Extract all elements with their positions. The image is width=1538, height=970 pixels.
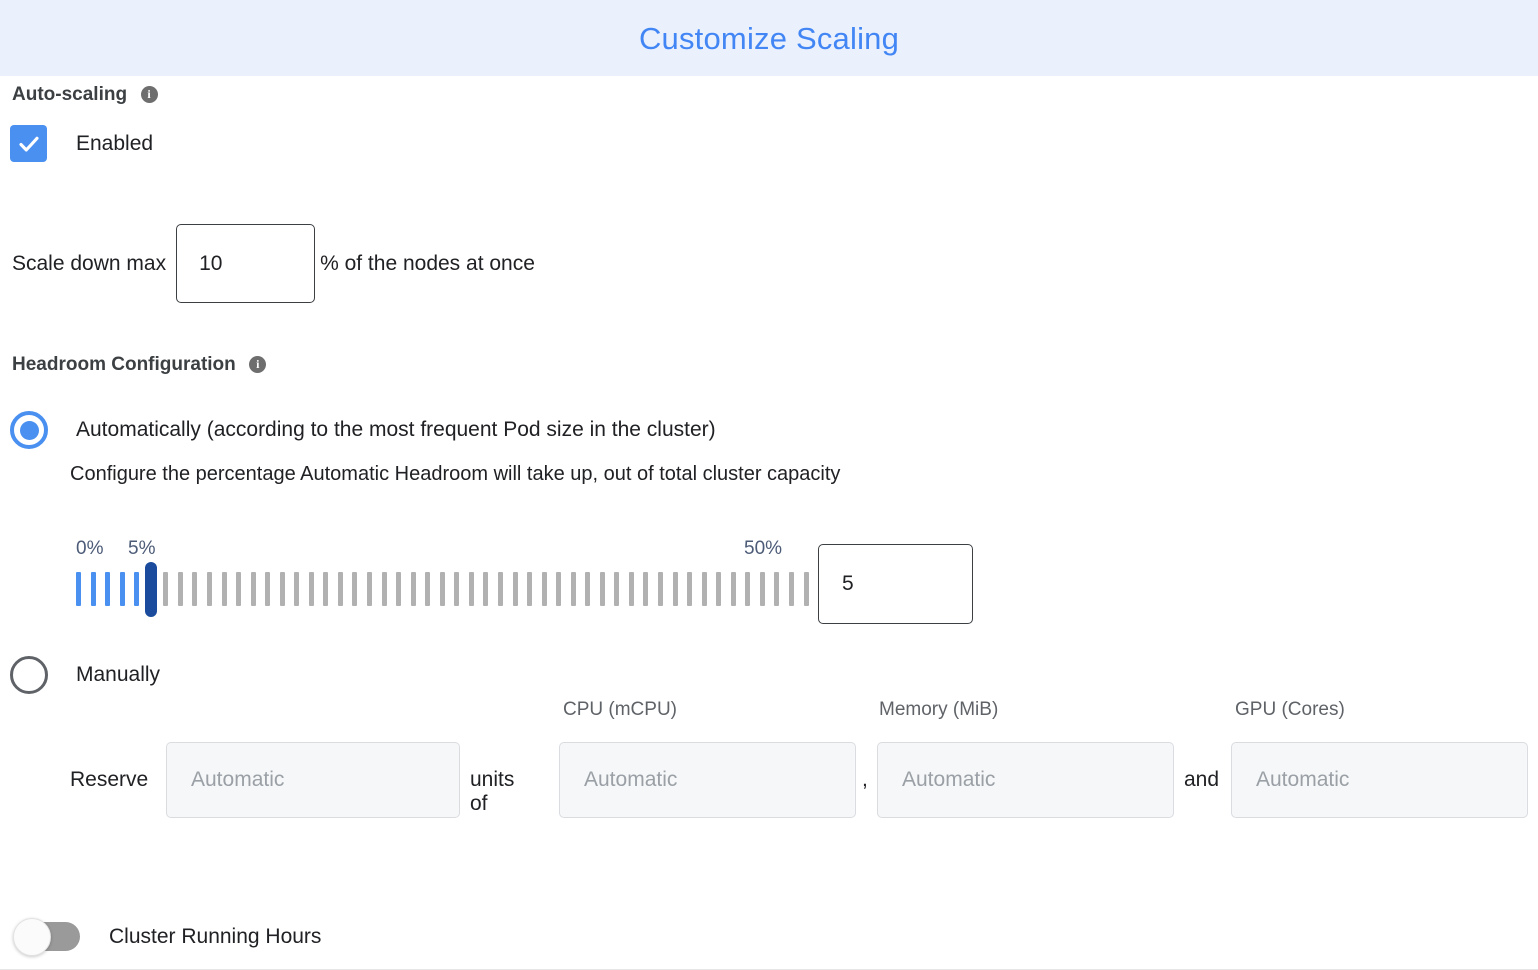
info-icon[interactable]: i [249,355,267,373]
slider-tick[interactable] [803,572,809,606]
scale-down-max-input[interactable]: 10 [176,224,316,303]
dialog-header: Customize Scaling [0,0,1538,76]
checkbox-enabled[interactable] [10,125,47,162]
reserve-gpu-input[interactable]: Automatic [1231,742,1528,818]
slider-tick[interactable] [716,572,722,606]
slider-thumb[interactable] [145,562,158,617]
slider-tick[interactable] [439,572,445,606]
slider-tick[interactable] [206,572,212,606]
slider-tick[interactable] [774,572,780,606]
reserve-memory-input[interactable]: Automatic [877,742,1174,818]
slider-tick[interactable] [76,572,81,606]
radio-headroom-automatic-row[interactable]: Automatically (according to the most fre… [10,411,716,449]
slider-tick[interactable] [396,572,402,606]
slider-tick[interactable] [541,572,547,606]
headroom-automatic-description: Configure the percentage Automatic Headr… [70,463,841,485]
slider-tick[interactable] [643,572,649,606]
slider-tick[interactable] [221,572,227,606]
reserve-cpu-input[interactable]: Automatic [559,742,856,818]
info-icon-glyph: i [147,86,151,101]
headroom-percentage-input[interactable]: 5 [818,544,973,624]
slider-tick[interactable] [163,572,169,606]
slider-tick[interactable] [585,572,591,606]
slider-tick[interactable] [177,572,183,606]
slider-tick[interactable] [614,572,620,606]
connector-comma: , [862,768,868,791]
radio-headroom-manual-label: Manually [76,663,161,686]
reserve-label: Reserve [70,768,149,791]
auto-scaling-enabled-row[interactable]: Enabled [10,125,153,162]
headroom-configuration-label: Headroom Configuration [12,354,236,375]
slider-tick[interactable] [381,572,387,606]
auto-scaling-label: Auto-scaling [12,84,128,105]
toggle-cluster-running-hours[interactable] [13,918,80,956]
slider-tick[interactable] [410,572,416,606]
slider-tick[interactable] [512,572,518,606]
slider-current-label: 5% [128,538,156,559]
column-header-memory: Memory (MiB) [879,699,999,720]
slider-tick[interactable] [367,572,372,606]
slider-tick[interactable] [672,572,678,606]
slider-tick[interactable] [352,572,358,606]
slider-tick[interactable] [192,572,198,606]
radio-dot [19,420,39,440]
scale-down-max-row: Scale down max 10 % of the nodes at once [12,224,535,303]
column-header-cpu: CPU (mCPU) [563,699,677,720]
slider-tick[interactable] [599,572,605,606]
info-icon[interactable]: i [140,85,158,103]
radio-headroom-manual[interactable] [10,656,48,694]
checkbox-enabled-label: Enabled [76,131,154,155]
headroom-section-header: Headroom Configuration i [12,354,267,376]
slider-tick[interactable] [628,572,634,606]
slider-tick[interactable] [323,572,329,606]
slider-tick[interactable] [527,572,533,606]
slider-tick[interactable] [497,572,503,606]
page-title: Customize Scaling [638,20,900,56]
toggle-knob [13,918,51,956]
slider-tick[interactable] [556,572,562,606]
scale-down-max-label: Scale down max [12,251,167,275]
info-icon-glyph: i [256,356,260,371]
slider-tick[interactable] [337,572,343,606]
slider-tick[interactable] [119,572,125,606]
slider-tick[interactable] [687,572,693,606]
slider-tick[interactable] [759,572,765,606]
radio-headroom-automatic-label: Automatically (according to the most fre… [76,418,716,441]
check-icon [18,136,39,152]
slider-tick[interactable] [570,572,576,606]
auto-scaling-section-header: Auto-scaling i [12,84,158,106]
slider-tick[interactable] [265,572,271,606]
connector-and: and [1184,768,1220,791]
slider-tick[interactable] [658,572,663,606]
slider-max-label: 50% [744,538,783,559]
slider-tick[interactable] [250,572,256,606]
slider-min-label: 0% [76,538,104,559]
connector-units-of: units of [470,768,515,815]
slider-tick[interactable] [701,572,707,606]
radio-headroom-manual-row[interactable]: Manually [10,656,160,694]
slider-track[interactable] [76,562,809,617]
slider-tick[interactable] [730,572,736,606]
slider-tick[interactable] [90,572,96,606]
slider-tick[interactable] [308,572,314,606]
slider-tick[interactable] [788,572,794,606]
column-header-gpu: GPU (Cores) [1235,699,1345,720]
slider-tick[interactable] [294,572,300,606]
slider-tick[interactable] [134,572,140,606]
slider-tick[interactable] [105,572,111,606]
scale-down-max-suffix: % of the nodes at once [320,251,535,275]
cluster-running-hours-label: Cluster Running Hours [109,924,322,948]
reserve-units-input[interactable]: Automatic [166,742,460,818]
slider-tick[interactable] [745,572,751,606]
slider-tick[interactable] [236,572,242,606]
slider-tick[interactable] [425,572,431,606]
slider-tick[interactable] [483,572,489,606]
slider-tick[interactable] [454,572,460,606]
cluster-running-hours-row[interactable]: Cluster Running Hours [13,918,322,956]
radio-headroom-automatic[interactable] [10,411,48,449]
slider-tick[interactable] [279,572,285,606]
slider-tick[interactable] [468,572,474,606]
